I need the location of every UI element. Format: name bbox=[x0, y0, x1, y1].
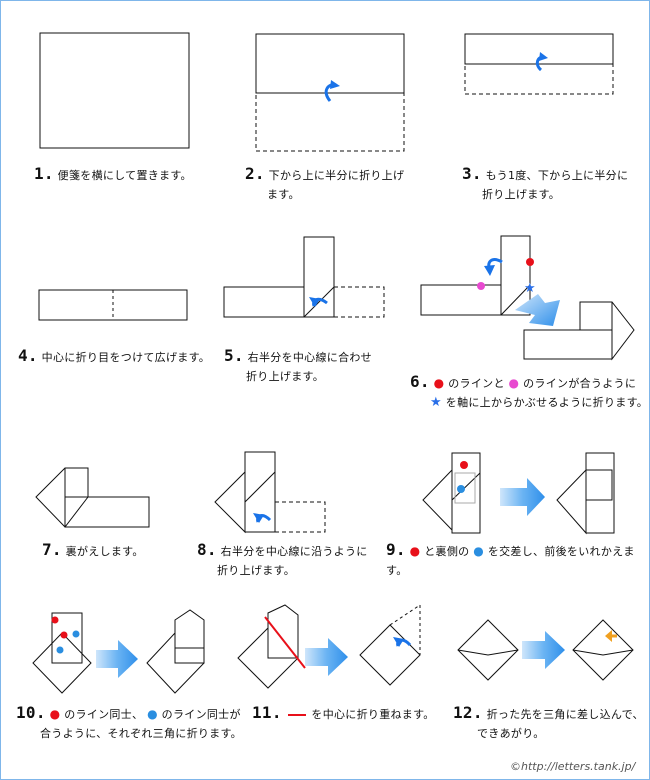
step10-caption: 10. ● のライン同士、 ● のライン同士が 合うように、それぞれ三角に折りま… bbox=[16, 703, 242, 740]
pink-dot-icon: ● bbox=[508, 376, 520, 390]
step1-paper bbox=[39, 32, 190, 149]
red-dot-icon: ● bbox=[433, 376, 445, 390]
copyright-text: ©http://letters.tank.jp/ bbox=[510, 760, 636, 773]
step12-caption: 12. 折った先を三角に差し込んで、 できあがり。 bbox=[453, 703, 644, 740]
red-line-icon bbox=[287, 714, 306, 716]
step9-arrow bbox=[500, 478, 545, 516]
step-number: 8. bbox=[197, 540, 217, 559]
step-number: 12. bbox=[453, 703, 483, 722]
step2-paper bbox=[255, 33, 405, 94]
step8-caption: 8. 右半分を中心線に沿うように 折り上げます。 bbox=[197, 540, 368, 577]
step-number: 3. bbox=[462, 164, 482, 183]
step2-caption: 2. 下から上に半分に折り上げ ます。 bbox=[245, 164, 405, 201]
step6-caption: 6. ● のラインと ● のラインが合うように ★ を軸に上からかぶせるように折… bbox=[410, 372, 649, 410]
step-number: 2. bbox=[245, 164, 265, 183]
red-dot-icon: ● bbox=[49, 707, 61, 721]
step3-caption: 3. もう1度、下から上に半分に 折り上げます。 bbox=[462, 164, 629, 201]
step-number: 11. bbox=[252, 703, 282, 722]
step12-finished-envelope bbox=[572, 619, 634, 681]
step5-paper bbox=[223, 286, 305, 318]
star-icon: ★ bbox=[430, 395, 442, 410]
step4-caption: 4. 中心に折り目をつけて広げます。 bbox=[18, 346, 211, 365]
step-number: 9. bbox=[386, 540, 406, 559]
step6-paper bbox=[420, 284, 502, 316]
step7-caption: 7. 裏がえします。 bbox=[42, 540, 144, 559]
step9-paper bbox=[422, 468, 453, 532]
svg-text:★: ★ bbox=[524, 281, 536, 296]
step-number: 7. bbox=[42, 540, 62, 559]
step5-caption: 5. 右半分を中心線に合わせ 折り上げます。 bbox=[224, 346, 372, 383]
step-number: 1. bbox=[34, 164, 54, 183]
step-number: 10. bbox=[16, 703, 46, 722]
step12-arrow bbox=[522, 631, 565, 669]
step-number: 4. bbox=[18, 346, 38, 365]
step9-caption: 9. ● と裏側の ● を交差し、前後をいれかえます。 bbox=[386, 540, 635, 577]
step-number: 6. bbox=[410, 372, 430, 391]
step12-paper bbox=[457, 619, 519, 681]
blue-dot-icon: ● bbox=[473, 544, 485, 558]
blue-dot-icon: ● bbox=[147, 707, 158, 721]
step6-big-arrow bbox=[515, 294, 560, 326]
step11-arrow bbox=[305, 638, 348, 676]
red-dot-icon: ● bbox=[409, 544, 421, 558]
step8-paper bbox=[214, 470, 246, 534]
step-number: 5. bbox=[224, 346, 244, 365]
step1-caption: 1. 便箋を横にして置きます。 bbox=[34, 164, 192, 183]
step10-arrow bbox=[96, 640, 138, 678]
step11-caption: 11. を中心に折り重ねます。 bbox=[252, 703, 435, 722]
